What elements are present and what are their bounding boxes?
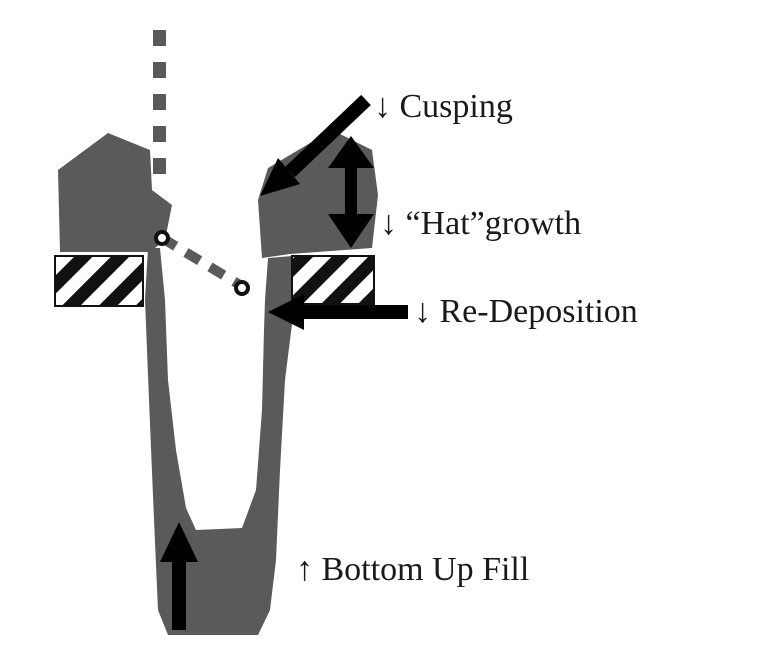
- label-redeposition: ↓ Re-Deposition: [414, 293, 638, 330]
- redeposition-arrow: [268, 294, 408, 330]
- bottom-up-arrow: [160, 522, 198, 630]
- watermark-text: 知乎 @黑暗森林-张斌: [484, 619, 697, 644]
- label-cusping: ↓ Cusping: [374, 88, 513, 125]
- dashed-angle-guide: [154, 230, 250, 296]
- dashed-vertical-guide: [153, 30, 166, 174]
- cusping-arrow: [260, 94, 371, 196]
- hat-growth-arrow: [328, 136, 374, 248]
- label-bottom-up: ↑ Bottom Up Fill: [296, 551, 529, 588]
- label-hat-growth: ↓ “Hat”growth: [380, 205, 581, 242]
